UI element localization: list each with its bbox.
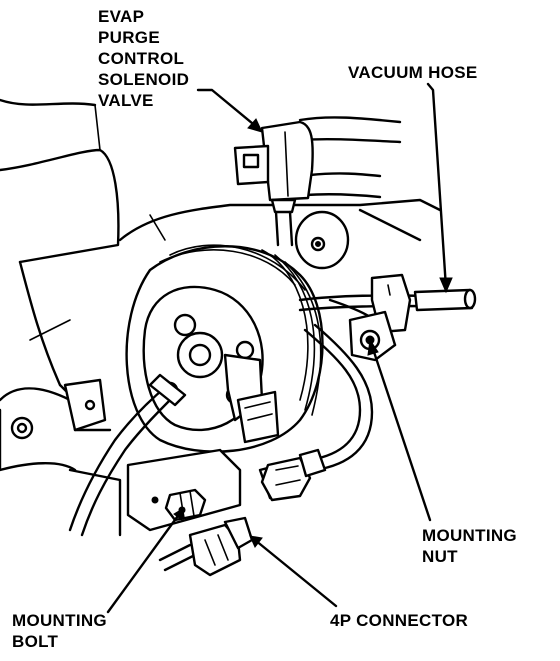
mounting-bolt	[164, 488, 207, 522]
4p-connector	[158, 516, 254, 577]
solenoid-valve	[233, 120, 314, 247]
label-solenoid-valve: EVAP PURGE CONTROL SOLENOID VALVE	[98, 7, 190, 110]
mounting-nut	[348, 310, 397, 362]
hoses	[298, 116, 422, 242]
leader-lines	[106, 82, 453, 614]
cable	[68, 373, 187, 537]
wiring-harness	[260, 323, 374, 502]
main-unit	[125, 244, 324, 453]
label-mounting-bolt: MOUNTING BOLT	[12, 611, 107, 651]
label-mounting-nut: MOUNTING NUT	[422, 526, 517, 566]
label-vacuum-hose: VACUUM HOSE	[348, 63, 478, 82]
label-4p-connector: 4P CONNECTOR	[330, 611, 469, 630]
rear-bolt	[294, 210, 350, 270]
engine-block	[0, 98, 442, 537]
